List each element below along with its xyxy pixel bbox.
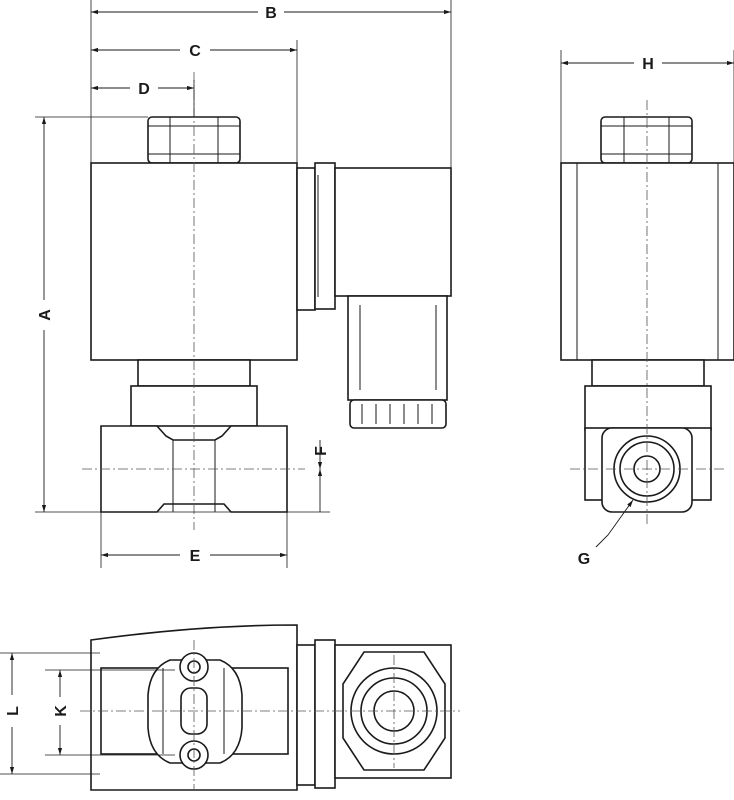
side-neck: [591, 359, 705, 387]
dimension-label-d: D: [138, 81, 150, 98]
front-connector-plug: [347, 295, 448, 429]
top-valve-body: [100, 652, 289, 770]
dimension-label-e: E: [190, 548, 201, 565]
front-connector-flange: [296, 162, 336, 311]
dimension-label-k: K: [53, 705, 70, 717]
top-view: [80, 624, 460, 791]
dimension-label-a: A: [37, 309, 54, 321]
front-connector-housing: [334, 167, 452, 297]
side-hex-nut: [600, 116, 693, 164]
dimension-lines: [0, 0, 734, 775]
dimension-label-h: H: [642, 56, 654, 73]
dimension-label-l: L: [5, 706, 22, 716]
top-connector-housing: [334, 644, 452, 779]
dimension-label-g: G: [578, 551, 590, 568]
side-valve-body: [584, 385, 712, 513]
top-connector-flange: [296, 639, 336, 789]
side-coil-body: [560, 162, 734, 361]
dimension-label-b: B: [265, 5, 277, 22]
front-view: [82, 72, 452, 530]
dimension-label-c: C: [189, 43, 201, 60]
side-view: [560, 100, 734, 525]
dimension-label-f: F: [313, 446, 330, 456]
